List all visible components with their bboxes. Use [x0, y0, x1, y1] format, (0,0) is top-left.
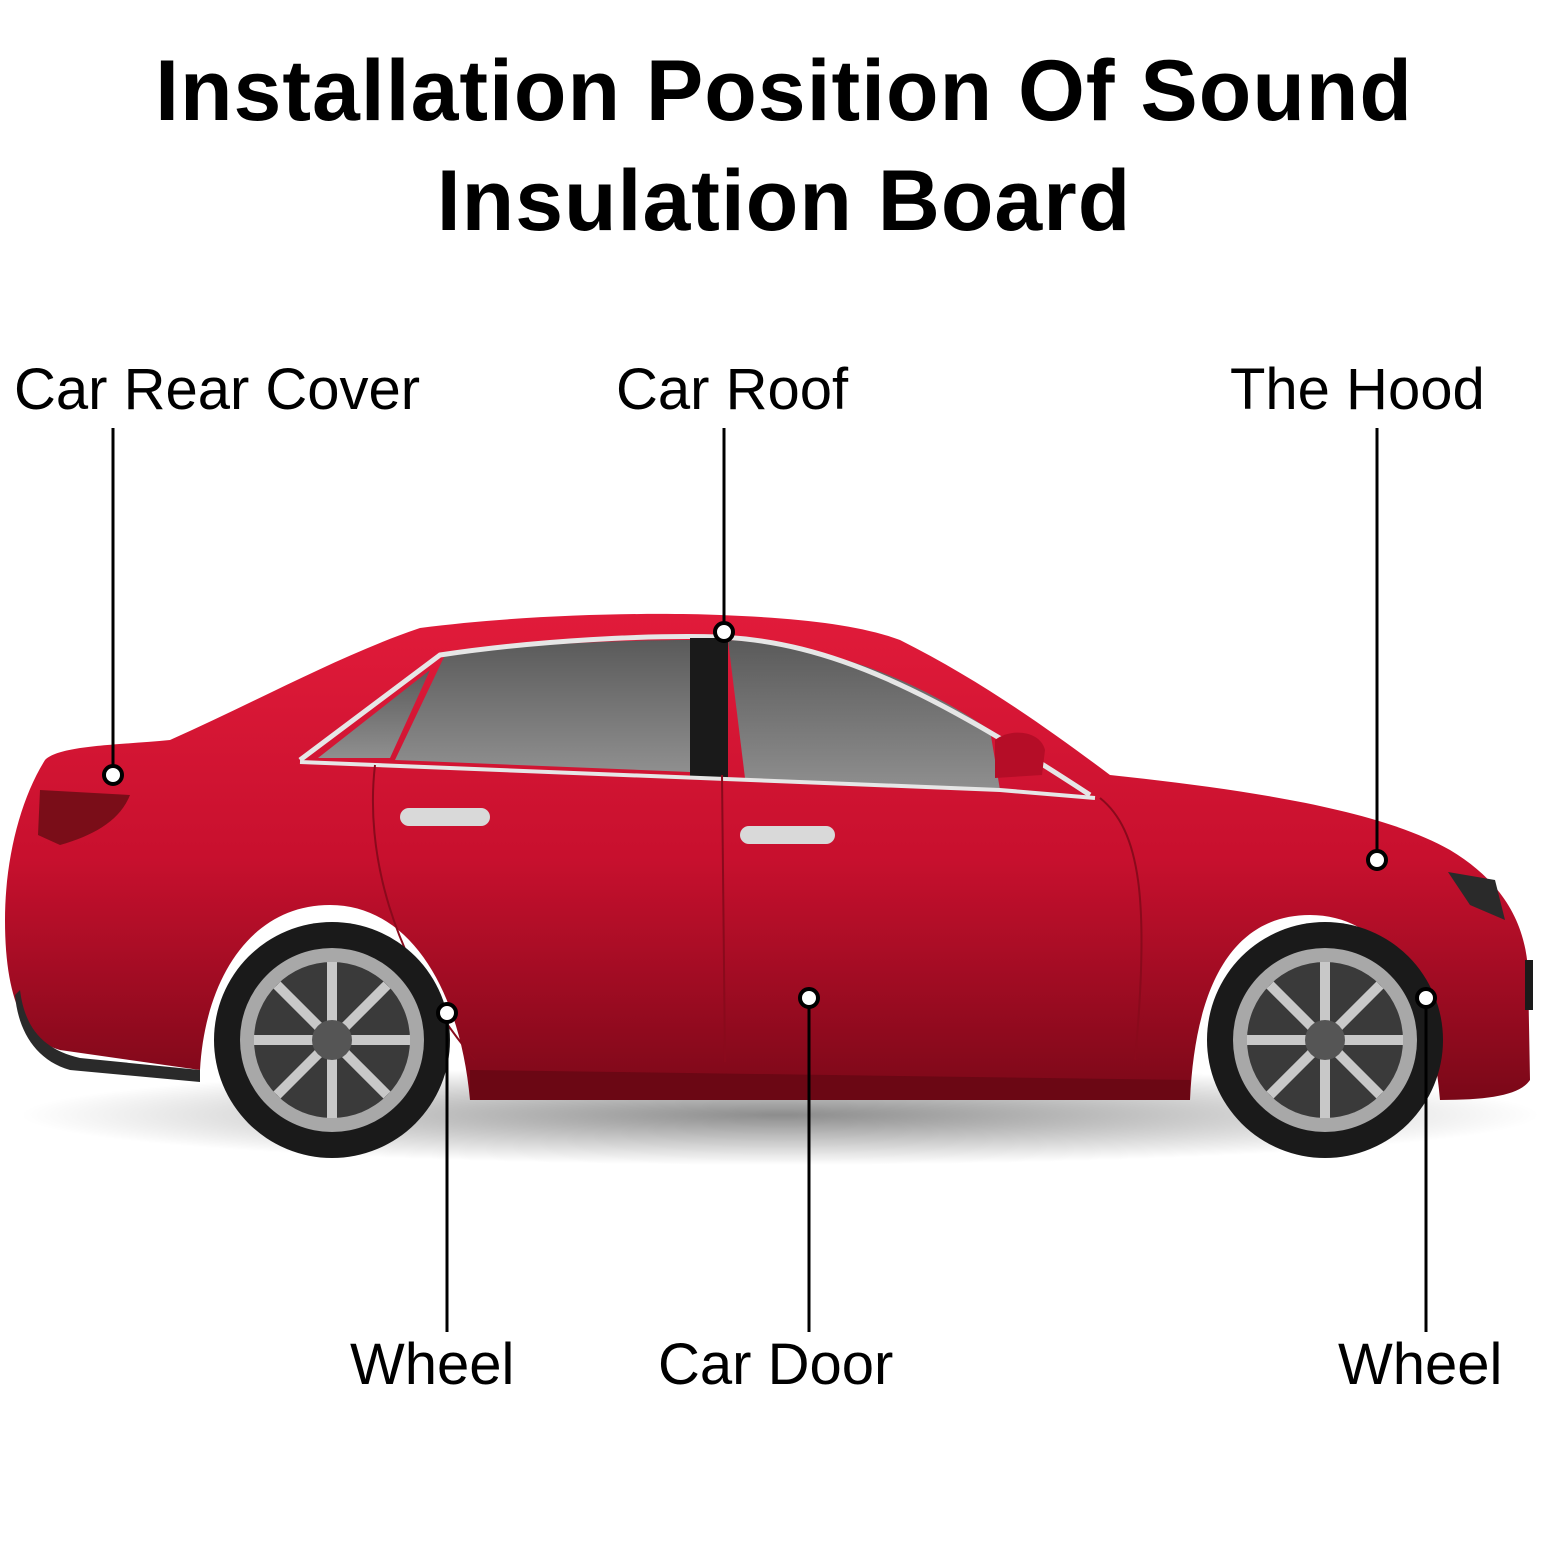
marker-roof — [713, 621, 735, 643]
front-wheel — [1207, 922, 1443, 1158]
marker-wheel-front — [1415, 987, 1437, 1009]
rear-door-window — [395, 640, 690, 772]
label-wheel-front: Wheel — [1338, 1332, 1503, 1397]
b-pillar — [690, 638, 728, 778]
rear-wheel — [214, 922, 450, 1158]
rear-bumper-lower — [15, 990, 200, 1082]
title-line-1: Installation Position Of Sound — [155, 43, 1413, 139]
label-the-hood: The Hood — [1230, 357, 1485, 422]
headlight — [1448, 872, 1505, 920]
page-title: Installation Position Of Sound Insulatio… — [0, 36, 1568, 256]
taillight — [38, 790, 130, 845]
label-car-door: Car Door — [658, 1332, 894, 1397]
side-skirt — [470, 1070, 1190, 1100]
markers — [102, 621, 1437, 1024]
label-car-rear-cover: Car Rear Cover — [14, 357, 421, 422]
door-seam-front — [1099, 797, 1143, 1061]
title-line-2: Insulation Board — [436, 153, 1132, 249]
label-wheel-rear: Wheel — [350, 1332, 515, 1397]
front-door-handle — [740, 826, 835, 844]
door-seam-mid — [721, 774, 726, 1063]
marker-rear-cover — [102, 764, 124, 786]
rear-door-handle — [400, 808, 490, 826]
side-mirror — [995, 732, 1045, 778]
beltline-chrome — [299, 760, 1096, 800]
rear-window — [318, 670, 430, 758]
front-grille — [1525, 960, 1533, 1010]
label-car-roof: Car Roof — [616, 357, 849, 422]
leader-lines — [111, 428, 1428, 1332]
front-door-window — [728, 640, 1000, 790]
marker-door — [798, 987, 820, 1009]
marker-hood — [1366, 849, 1388, 871]
marker-wheel-rear — [436, 1002, 458, 1024]
